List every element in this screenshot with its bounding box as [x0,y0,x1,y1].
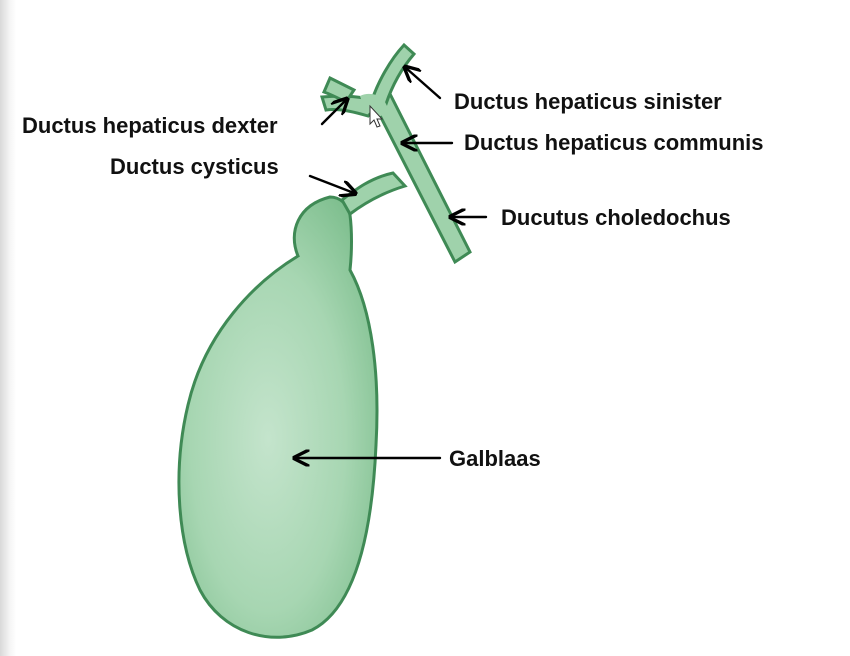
hepatic-junction [360,93,390,118]
label-cysticus: Ductus cysticus [110,154,279,179]
label-hepaticus-communis: Ductus hepaticus communis [464,130,764,155]
label-galblaas: Galblaas [449,446,541,471]
cystic-duct [340,171,408,217]
arrow-cysticus [308,174,354,193]
label-hepaticus-sinister: Ductus hepaticus sinister [454,89,722,114]
gallbladder-body [177,195,379,639]
left-edge-shadow [0,0,16,656]
label-choledochus: Ducutus choledochus [501,205,731,230]
mouse-cursor-icon [369,104,384,128]
left-hepatic-duct [370,42,417,106]
arrow-hepaticus-sinister [406,68,442,100]
label-hepaticus-dexter: Ductus hepaticus dexter [22,113,278,138]
arrow-hepaticus-dexter [320,100,346,126]
